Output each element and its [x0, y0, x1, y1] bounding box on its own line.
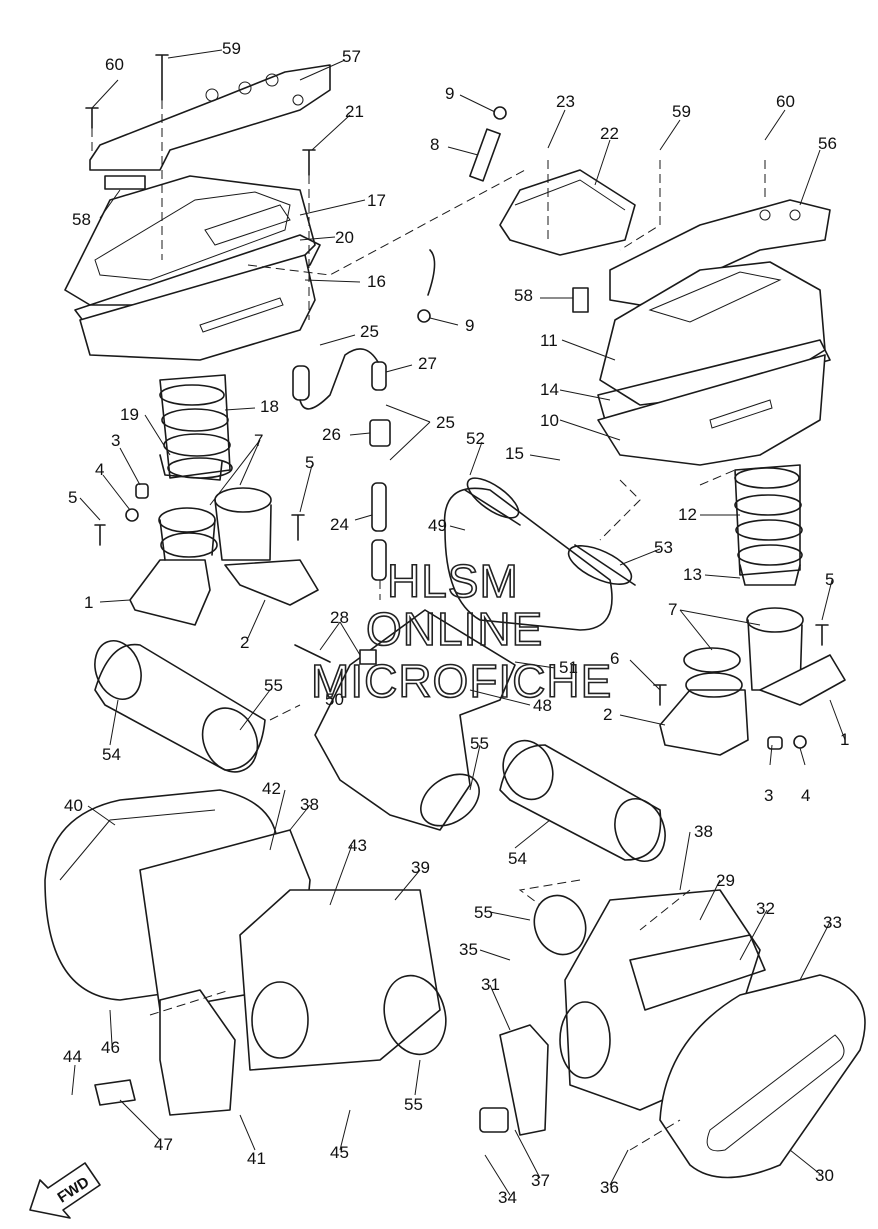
callout-35: 35 — [459, 940, 478, 959]
callout-31: 31 — [481, 975, 500, 994]
callout-53: 53 — [654, 538, 673, 557]
callout-16: 16 — [367, 272, 386, 291]
left-air-box-assembly — [64, 54, 331, 481]
callout-24: 24 — [330, 515, 349, 534]
callout-14: 14 — [540, 380, 559, 399]
callout-5-b: 5 — [305, 453, 314, 472]
leader-lines — [71, 49, 846, 1196]
intake-elbow-assembly — [443, 477, 636, 631]
callout-40: 40 — [64, 796, 83, 815]
callout-5-c: 5 — [825, 570, 834, 589]
callout-50: 50 — [325, 690, 344, 709]
callout-3: 3 — [111, 431, 120, 450]
callout-55-d: 55 — [404, 1095, 423, 1114]
callout-36: 36 — [600, 1178, 619, 1197]
callout-32: 32 — [756, 899, 775, 918]
vent-hose-parts — [417, 106, 507, 323]
watermark: HLSM ONLINE MICROFICHE — [310, 554, 612, 708]
callout-38: 38 — [300, 795, 319, 814]
callout-51: 51 — [559, 658, 578, 677]
callout-28: 28 — [330, 608, 349, 627]
callout-56: 56 — [818, 134, 837, 153]
left-adapter-assembly — [94, 483, 319, 626]
callout-45: 45 — [330, 1143, 349, 1162]
callout-20: 20 — [335, 228, 354, 247]
callout-8: 8 — [430, 135, 439, 154]
fwd-arrow-icon — [29, 1162, 101, 1219]
y-intake-manifold — [294, 609, 516, 831]
callout-43: 43 — [348, 836, 367, 855]
callout-7: 7 — [254, 431, 263, 450]
callout-18: 18 — [260, 397, 279, 416]
right-air-box-assembly — [499, 169, 831, 586]
callout-39: 39 — [411, 858, 430, 877]
callout-22: 22 — [600, 124, 619, 143]
callout-23: 23 — [556, 92, 575, 111]
callout-60-right: 60 — [776, 92, 795, 111]
callout-labels: 60 59 57 21 17 20 16 58 9 8 9 23 22 59 6… — [63, 39, 849, 1207]
callout-3-b: 3 — [764, 786, 773, 805]
callout-17: 17 — [367, 191, 386, 210]
callout-55-c: 55 — [474, 903, 493, 922]
callout-7-b: 7 — [668, 600, 677, 619]
callout-9: 9 — [445, 84, 454, 103]
callout-25-lower: 25 — [436, 413, 455, 432]
watermark-line-1: HLSM — [387, 555, 519, 607]
callout-26: 26 — [322, 425, 341, 444]
callout-41: 41 — [247, 1149, 266, 1168]
callout-1: 1 — [84, 593, 93, 612]
callout-21: 21 — [345, 102, 364, 121]
callout-6: 6 — [610, 649, 619, 668]
callout-9-lower: 9 — [465, 316, 474, 335]
callout-54-b: 54 — [508, 849, 527, 868]
callout-33: 33 — [823, 913, 842, 932]
callout-4-b: 4 — [801, 786, 810, 805]
callout-48: 48 — [533, 696, 552, 715]
callout-58-right: 58 — [514, 286, 533, 305]
callout-25: 25 — [360, 322, 379, 341]
callout-49: 49 — [428, 516, 447, 535]
callout-58: 58 — [72, 210, 91, 229]
callout-11: 11 — [540, 331, 558, 350]
callout-5: 5 — [68, 488, 77, 507]
callout-59: 59 — [222, 39, 241, 58]
callout-34: 34 — [498, 1188, 517, 1207]
watermark-line-3: MICROFICHE — [311, 655, 612, 707]
callout-13: 13 — [683, 565, 702, 584]
callout-46: 46 — [101, 1038, 120, 1057]
callout-10: 10 — [540, 411, 559, 430]
callout-44: 44 — [63, 1047, 82, 1066]
breather-hose-assembly — [292, 348, 391, 581]
left-silencer-assembly — [44, 789, 447, 1116]
callout-60: 60 — [105, 55, 124, 74]
fwd-arrow-badge: FWD — [29, 1162, 101, 1219]
callout-1-b: 1 — [840, 730, 849, 749]
callout-2: 2 — [240, 633, 249, 652]
callout-15: 15 — [505, 444, 524, 463]
callout-37: 37 — [531, 1171, 550, 1190]
callout-2-b: 2 — [603, 705, 612, 724]
callout-55: 55 — [264, 676, 283, 695]
callout-52: 52 — [466, 429, 485, 448]
callout-27: 27 — [418, 354, 437, 373]
callout-54: 54 — [102, 745, 121, 764]
callout-47: 47 — [154, 1135, 173, 1154]
callout-19: 19 — [120, 405, 139, 424]
intake-ducts — [94, 640, 666, 956]
callout-57: 57 — [342, 47, 361, 66]
callout-38-b: 38 — [694, 822, 713, 841]
callout-30: 30 — [815, 1166, 834, 1185]
callout-12: 12 — [678, 505, 697, 524]
callout-59-right: 59 — [672, 102, 691, 121]
right-silencer-assembly — [479, 889, 866, 1179]
callout-29: 29 — [716, 871, 735, 890]
callout-4: 4 — [95, 460, 104, 479]
watermark-line-2: ONLINE — [366, 603, 543, 655]
right-adapter-assembly — [653, 607, 846, 756]
callout-42: 42 — [262, 779, 281, 798]
callout-55-b: 55 — [470, 734, 489, 753]
